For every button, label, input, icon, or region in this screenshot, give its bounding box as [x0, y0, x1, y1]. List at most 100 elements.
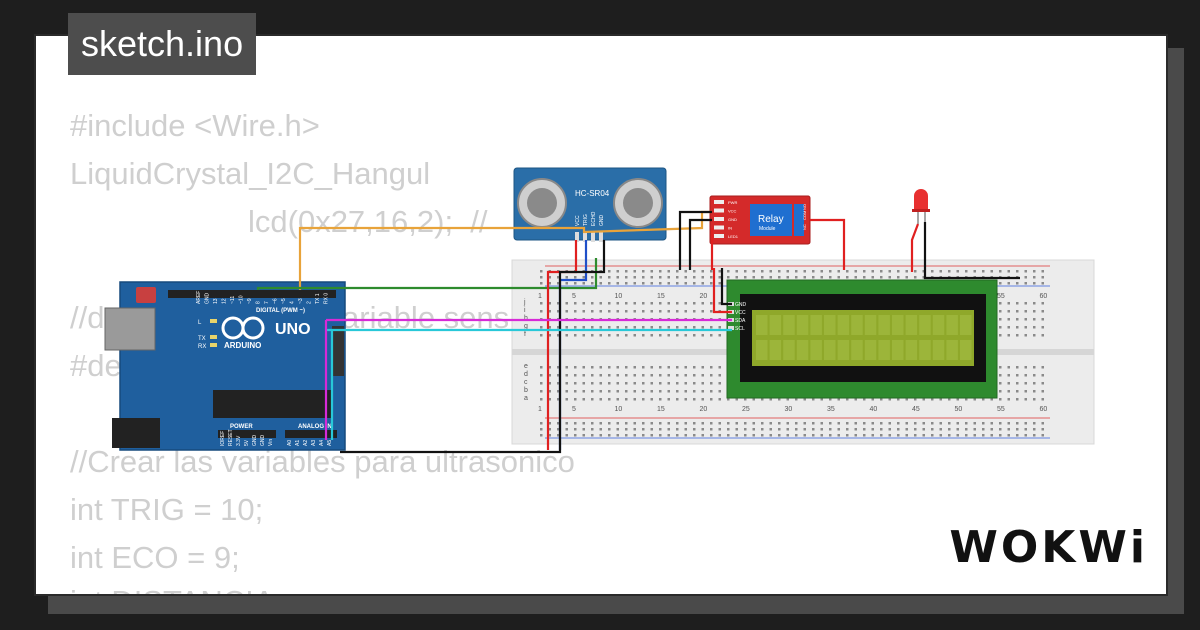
- breadboard-hole[interactable]: [608, 276, 611, 279]
- breadboard-hole[interactable]: [718, 428, 722, 431]
- breadboard-hole[interactable]: [616, 422, 620, 425]
- breadboard-hole[interactable]: [659, 428, 662, 431]
- breadboard-hole[interactable]: [999, 398, 1002, 401]
- breadboard-hole[interactable]: [650, 434, 654, 437]
- breadboard-hole[interactable]: [1024, 390, 1028, 393]
- breadboard-hole[interactable]: [557, 382, 560, 385]
- breadboard-hole[interactable]: [540, 282, 543, 285]
- breadboard-hole[interactable]: [625, 428, 628, 431]
- breadboard-hole[interactable]: [1041, 398, 1045, 401]
- breadboard-hole[interactable]: [701, 326, 705, 329]
- breadboard-hole[interactable]: [557, 366, 560, 369]
- breadboard-hole[interactable]: [565, 326, 569, 329]
- breadboard-hole[interactable]: [846, 270, 849, 273]
- breadboard-hole[interactable]: [667, 382, 671, 385]
- breadboard-hole[interactable]: [1033, 282, 1036, 285]
- breadboard-hole[interactable]: [999, 390, 1002, 393]
- breadboard-hole[interactable]: [931, 428, 934, 431]
- breadboard-hole[interactable]: [1007, 428, 1011, 431]
- breadboard-hole[interactable]: [633, 302, 637, 305]
- breadboard-hole[interactable]: [650, 310, 654, 313]
- breadboard-hole[interactable]: [965, 428, 968, 431]
- breadboard-hole[interactable]: [599, 382, 603, 385]
- breadboard-hole[interactable]: [820, 422, 824, 425]
- breadboard-hole[interactable]: [676, 374, 679, 377]
- breadboard-hole[interactable]: [701, 366, 705, 369]
- breadboard-hole[interactable]: [565, 390, 569, 393]
- breadboard-hole[interactable]: [667, 276, 671, 279]
- breadboard-hole[interactable]: [642, 270, 645, 273]
- breadboard-hole[interactable]: [642, 434, 645, 437]
- breadboard-hole[interactable]: [693, 390, 696, 393]
- breadboard-hole[interactable]: [616, 398, 620, 401]
- breadboard-hole[interactable]: [608, 374, 611, 377]
- breadboard-hole[interactable]: [693, 434, 696, 437]
- breadboard-hole[interactable]: [1007, 326, 1011, 329]
- breadboard-hole[interactable]: [659, 310, 662, 313]
- breadboard-hole[interactable]: [990, 434, 994, 437]
- breadboard-hole[interactable]: [1033, 334, 1036, 337]
- breadboard-hole[interactable]: [710, 326, 713, 329]
- breadboard-hole[interactable]: [931, 422, 934, 425]
- breadboard-hole[interactable]: [684, 422, 688, 425]
- breadboard-hole[interactable]: [608, 434, 611, 437]
- breadboard-hole[interactable]: [1033, 276, 1036, 279]
- breadboard-hole[interactable]: [854, 422, 858, 425]
- breadboard-hole[interactable]: [548, 398, 552, 401]
- breadboard-hole[interactable]: [897, 398, 900, 401]
- breadboard-hole[interactable]: [778, 428, 781, 431]
- breadboard-hole[interactable]: [888, 422, 892, 425]
- breadboard-hole[interactable]: [701, 334, 705, 337]
- breadboard-hole[interactable]: [880, 270, 883, 273]
- breadboard-hole[interactable]: [897, 276, 900, 279]
- breadboard-hole[interactable]: [540, 270, 543, 273]
- breadboard-hole[interactable]: [829, 422, 832, 425]
- breadboard-hole[interactable]: [820, 434, 824, 437]
- breadboard-hole[interactable]: [642, 310, 645, 313]
- breadboard-hole[interactable]: [659, 282, 662, 285]
- breadboard-hole[interactable]: [795, 422, 798, 425]
- breadboard-hole[interactable]: [812, 428, 815, 431]
- breadboard-hole[interactable]: [888, 398, 892, 401]
- breadboard-hole[interactable]: [744, 422, 747, 425]
- breadboard-hole[interactable]: [540, 310, 543, 313]
- breadboard-hole[interactable]: [693, 366, 696, 369]
- breadboard-hole[interactable]: [931, 270, 934, 273]
- breadboard-hole[interactable]: [829, 276, 832, 279]
- breadboard-hole[interactable]: [1016, 374, 1019, 377]
- breadboard-hole[interactable]: [948, 434, 951, 437]
- breadboard-hole[interactable]: [1024, 318, 1028, 321]
- breadboard-hole[interactable]: [684, 282, 688, 285]
- breadboard-hole[interactable]: [761, 270, 764, 273]
- breadboard-hole[interactable]: [999, 318, 1002, 321]
- breadboard-hole[interactable]: [676, 310, 679, 313]
- breadboard-hole[interactable]: [667, 334, 671, 337]
- breadboard-hole[interactable]: [616, 366, 620, 369]
- breadboard-hole[interactable]: [693, 276, 696, 279]
- breadboard-hole[interactable]: [718, 390, 722, 393]
- breadboard-hole[interactable]: [642, 390, 645, 393]
- breadboard-hole[interactable]: [650, 374, 654, 377]
- breadboard-hole[interactable]: [999, 334, 1002, 337]
- breadboard-hole[interactable]: [667, 282, 671, 285]
- breadboard-hole[interactable]: [625, 334, 628, 337]
- breadboard-hole[interactable]: [616, 270, 620, 273]
- breadboard-hole[interactable]: [812, 434, 815, 437]
- arduino-uno[interactable]: UNO ARDUINO DIGITAL (PWM ~) POWER ANALOG…: [104, 281, 346, 451]
- breadboard-hole[interactable]: [667, 390, 671, 393]
- breadboard-hole[interactable]: [701, 382, 705, 385]
- breadboard-hole[interactable]: [565, 382, 569, 385]
- breadboard-hole[interactable]: [914, 270, 917, 273]
- breadboard-hole[interactable]: [999, 434, 1002, 437]
- breadboard-hole[interactable]: [565, 398, 569, 401]
- breadboard-hole[interactable]: [905, 276, 909, 279]
- breadboard-hole[interactable]: [540, 390, 543, 393]
- breadboard-hole[interactable]: [599, 428, 603, 431]
- breadboard-hole[interactable]: [701, 270, 705, 273]
- breadboard-hole[interactable]: [574, 382, 577, 385]
- breadboard-hole[interactable]: [582, 428, 586, 431]
- lcd-pin[interactable]: [728, 326, 734, 330]
- breadboard-hole[interactable]: [574, 334, 577, 337]
- breadboard-hole[interactable]: [582, 390, 586, 393]
- breadboard-hole[interactable]: [880, 398, 883, 401]
